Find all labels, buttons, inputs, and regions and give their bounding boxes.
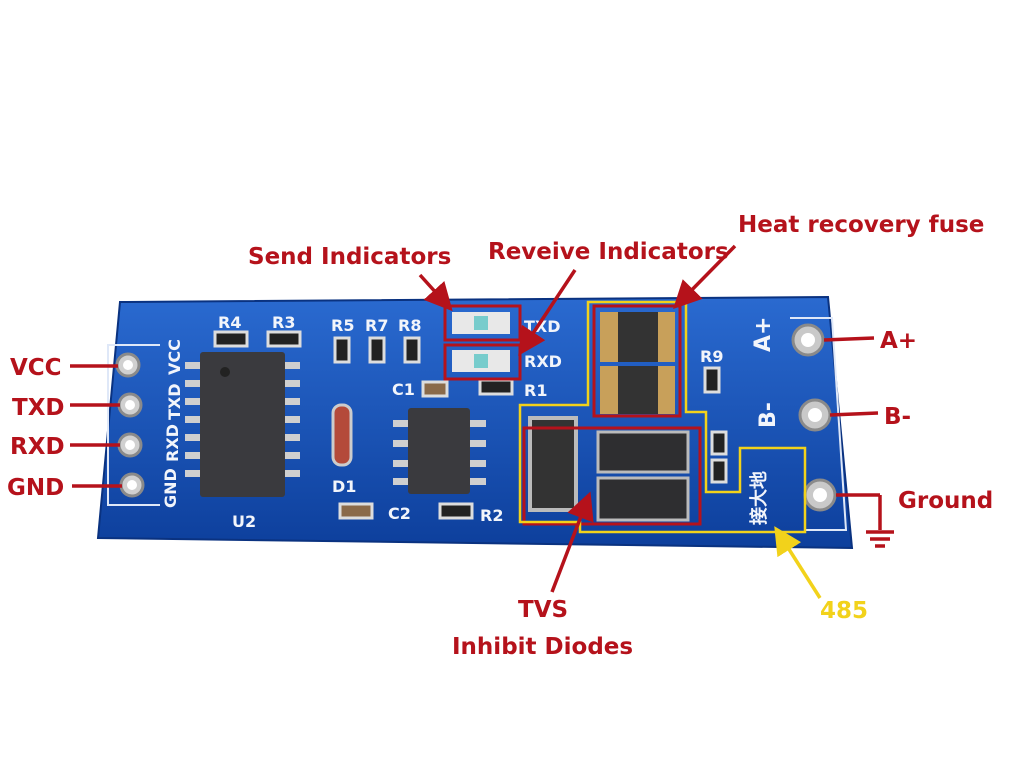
label-heat-recovery-fuse: Heat recovery fuse xyxy=(738,212,984,238)
silk-r7: R7 xyxy=(365,316,388,335)
silk-pin-gnd: GND xyxy=(161,468,180,508)
silk-r9: R9 xyxy=(700,347,723,366)
smd-capacitors xyxy=(338,380,449,520)
leader-lines xyxy=(70,244,894,593)
yellow-outlines xyxy=(518,300,807,534)
silk-r8: R8 xyxy=(398,316,421,335)
label-b-minus: B- xyxy=(884,404,911,430)
silk-r5: R5 xyxy=(331,316,354,335)
silk-r2: R2 xyxy=(480,506,503,525)
u2-chip xyxy=(185,352,300,497)
silk-led-rxd: RXD xyxy=(524,352,562,371)
transceiver-chip xyxy=(393,408,486,494)
silk-d1: D1 xyxy=(332,477,356,496)
label-rxd: RXD xyxy=(10,434,65,460)
silk-r4: R4 xyxy=(218,313,241,332)
label-receive-indicators: Reveive Indicators xyxy=(488,239,729,265)
silk-term-a: A+ xyxy=(751,317,776,352)
label-a-plus: A+ xyxy=(880,328,917,354)
silk-term-b: B- xyxy=(756,402,781,428)
label-send-indicators: Send Indicators xyxy=(248,244,451,270)
silk-pin-vcc: VCC xyxy=(165,339,184,375)
tvs-diodes xyxy=(528,416,690,522)
highlight-boxes xyxy=(443,304,702,526)
silk-pin-txd: TXD xyxy=(165,383,184,420)
silk-pin-rxd: RXD xyxy=(163,424,182,462)
rs485-leader xyxy=(774,526,822,599)
label-inhibit-diodes: Inhibit Diodes xyxy=(452,634,633,660)
silk-c2: C2 xyxy=(388,504,411,523)
label-485: 485 xyxy=(820,598,868,624)
silkscreen-outline xyxy=(107,344,160,506)
silk-earth: 接大地 xyxy=(748,471,770,525)
label-vcc: VCC xyxy=(10,355,62,381)
label-gnd: GND xyxy=(7,475,64,501)
smd-resistors xyxy=(213,330,728,520)
silk-u2: U2 xyxy=(232,512,256,531)
heat-recovery-fuses xyxy=(600,312,675,414)
silk-c1: C1 xyxy=(392,380,415,399)
label-ground: Ground xyxy=(898,488,993,514)
silk-r3: R3 xyxy=(272,313,295,332)
terminal-outline xyxy=(790,317,848,531)
label-txd: TXD xyxy=(12,395,65,421)
led-indicators xyxy=(452,312,510,372)
label-tvs: TVS xyxy=(518,597,568,623)
diode-d1 xyxy=(331,403,353,467)
silk-r1: R1 xyxy=(524,381,547,400)
